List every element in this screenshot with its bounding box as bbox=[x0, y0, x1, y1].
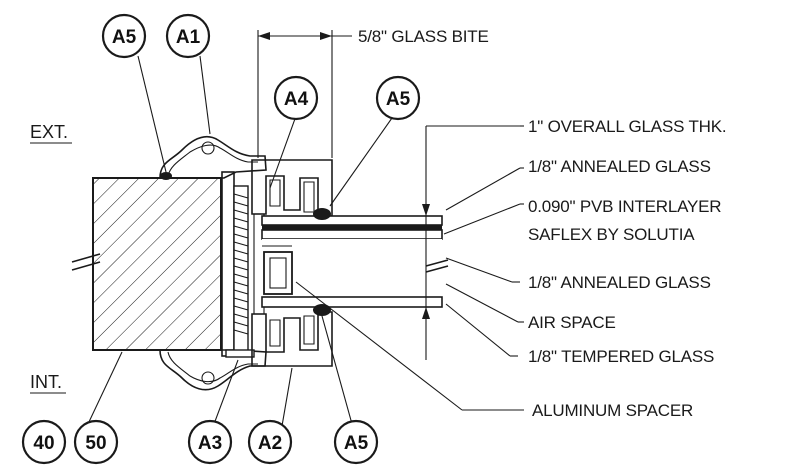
label-pvb-line1: 0.090" PVB INTERLAYER bbox=[528, 197, 721, 216]
aluminum-spacer bbox=[263, 251, 293, 295]
substrate-block bbox=[71, 177, 222, 351]
leader-lines bbox=[87, 55, 524, 427]
label-glass-bite: 5/8" GLASS BITE bbox=[358, 27, 489, 46]
svg-text:A5: A5 bbox=[112, 27, 137, 48]
label-tempered: 1/8" TEMPERED GLASS bbox=[528, 347, 714, 366]
gaskets bbox=[160, 172, 331, 316]
svg-text:50: 50 bbox=[85, 433, 106, 454]
label-exterior: EXT. bbox=[30, 122, 68, 142]
svg-text:A1: A1 bbox=[176, 27, 201, 48]
dimension-overall-thickness bbox=[422, 125, 520, 360]
label-interior: INT. bbox=[30, 372, 62, 392]
callout-a2: A2 bbox=[247, 419, 293, 465]
dimension-glass-bite bbox=[257, 30, 352, 158]
glass-unit bbox=[261, 215, 449, 308]
label-annealed-bottom: 1/8" ANNEALED GLASS bbox=[528, 273, 711, 292]
callout-a1: A1 bbox=[165, 13, 211, 59]
pvb-interlayer bbox=[262, 225, 442, 230]
svg-text:A4: A4 bbox=[284, 89, 309, 110]
callout-a5-top-right: A5 bbox=[375, 75, 421, 121]
callout-a5-bottom: A5 bbox=[333, 419, 379, 465]
label-overall-thickness: 1" OVERALL GLASS THK. bbox=[528, 117, 726, 136]
label-air-space: AIR SPACE bbox=[528, 313, 616, 332]
label-annealed-top: 1/8" ANNEALED GLASS bbox=[528, 157, 711, 176]
callout-a3: A3 bbox=[187, 419, 233, 465]
callout-40: 40 bbox=[21, 419, 67, 465]
svg-text:A5: A5 bbox=[344, 433, 369, 454]
fastener-screw bbox=[225, 185, 255, 358]
callout-50: 50 bbox=[73, 419, 119, 465]
label-pvb-line2: SAFLEX BY SOLUTIA bbox=[528, 225, 695, 244]
svg-text:A2: A2 bbox=[258, 433, 282, 454]
aluminum-frame bbox=[159, 135, 333, 391]
callout-a5-top-left: A5 bbox=[101, 13, 147, 59]
svg-text:A3: A3 bbox=[198, 433, 222, 454]
label-aluminum-spacer: ALUMINUM SPACER bbox=[532, 401, 693, 420]
callout-a4: A4 bbox=[273, 75, 319, 121]
svg-text:40: 40 bbox=[33, 433, 54, 454]
svg-text:A5: A5 bbox=[386, 89, 411, 110]
